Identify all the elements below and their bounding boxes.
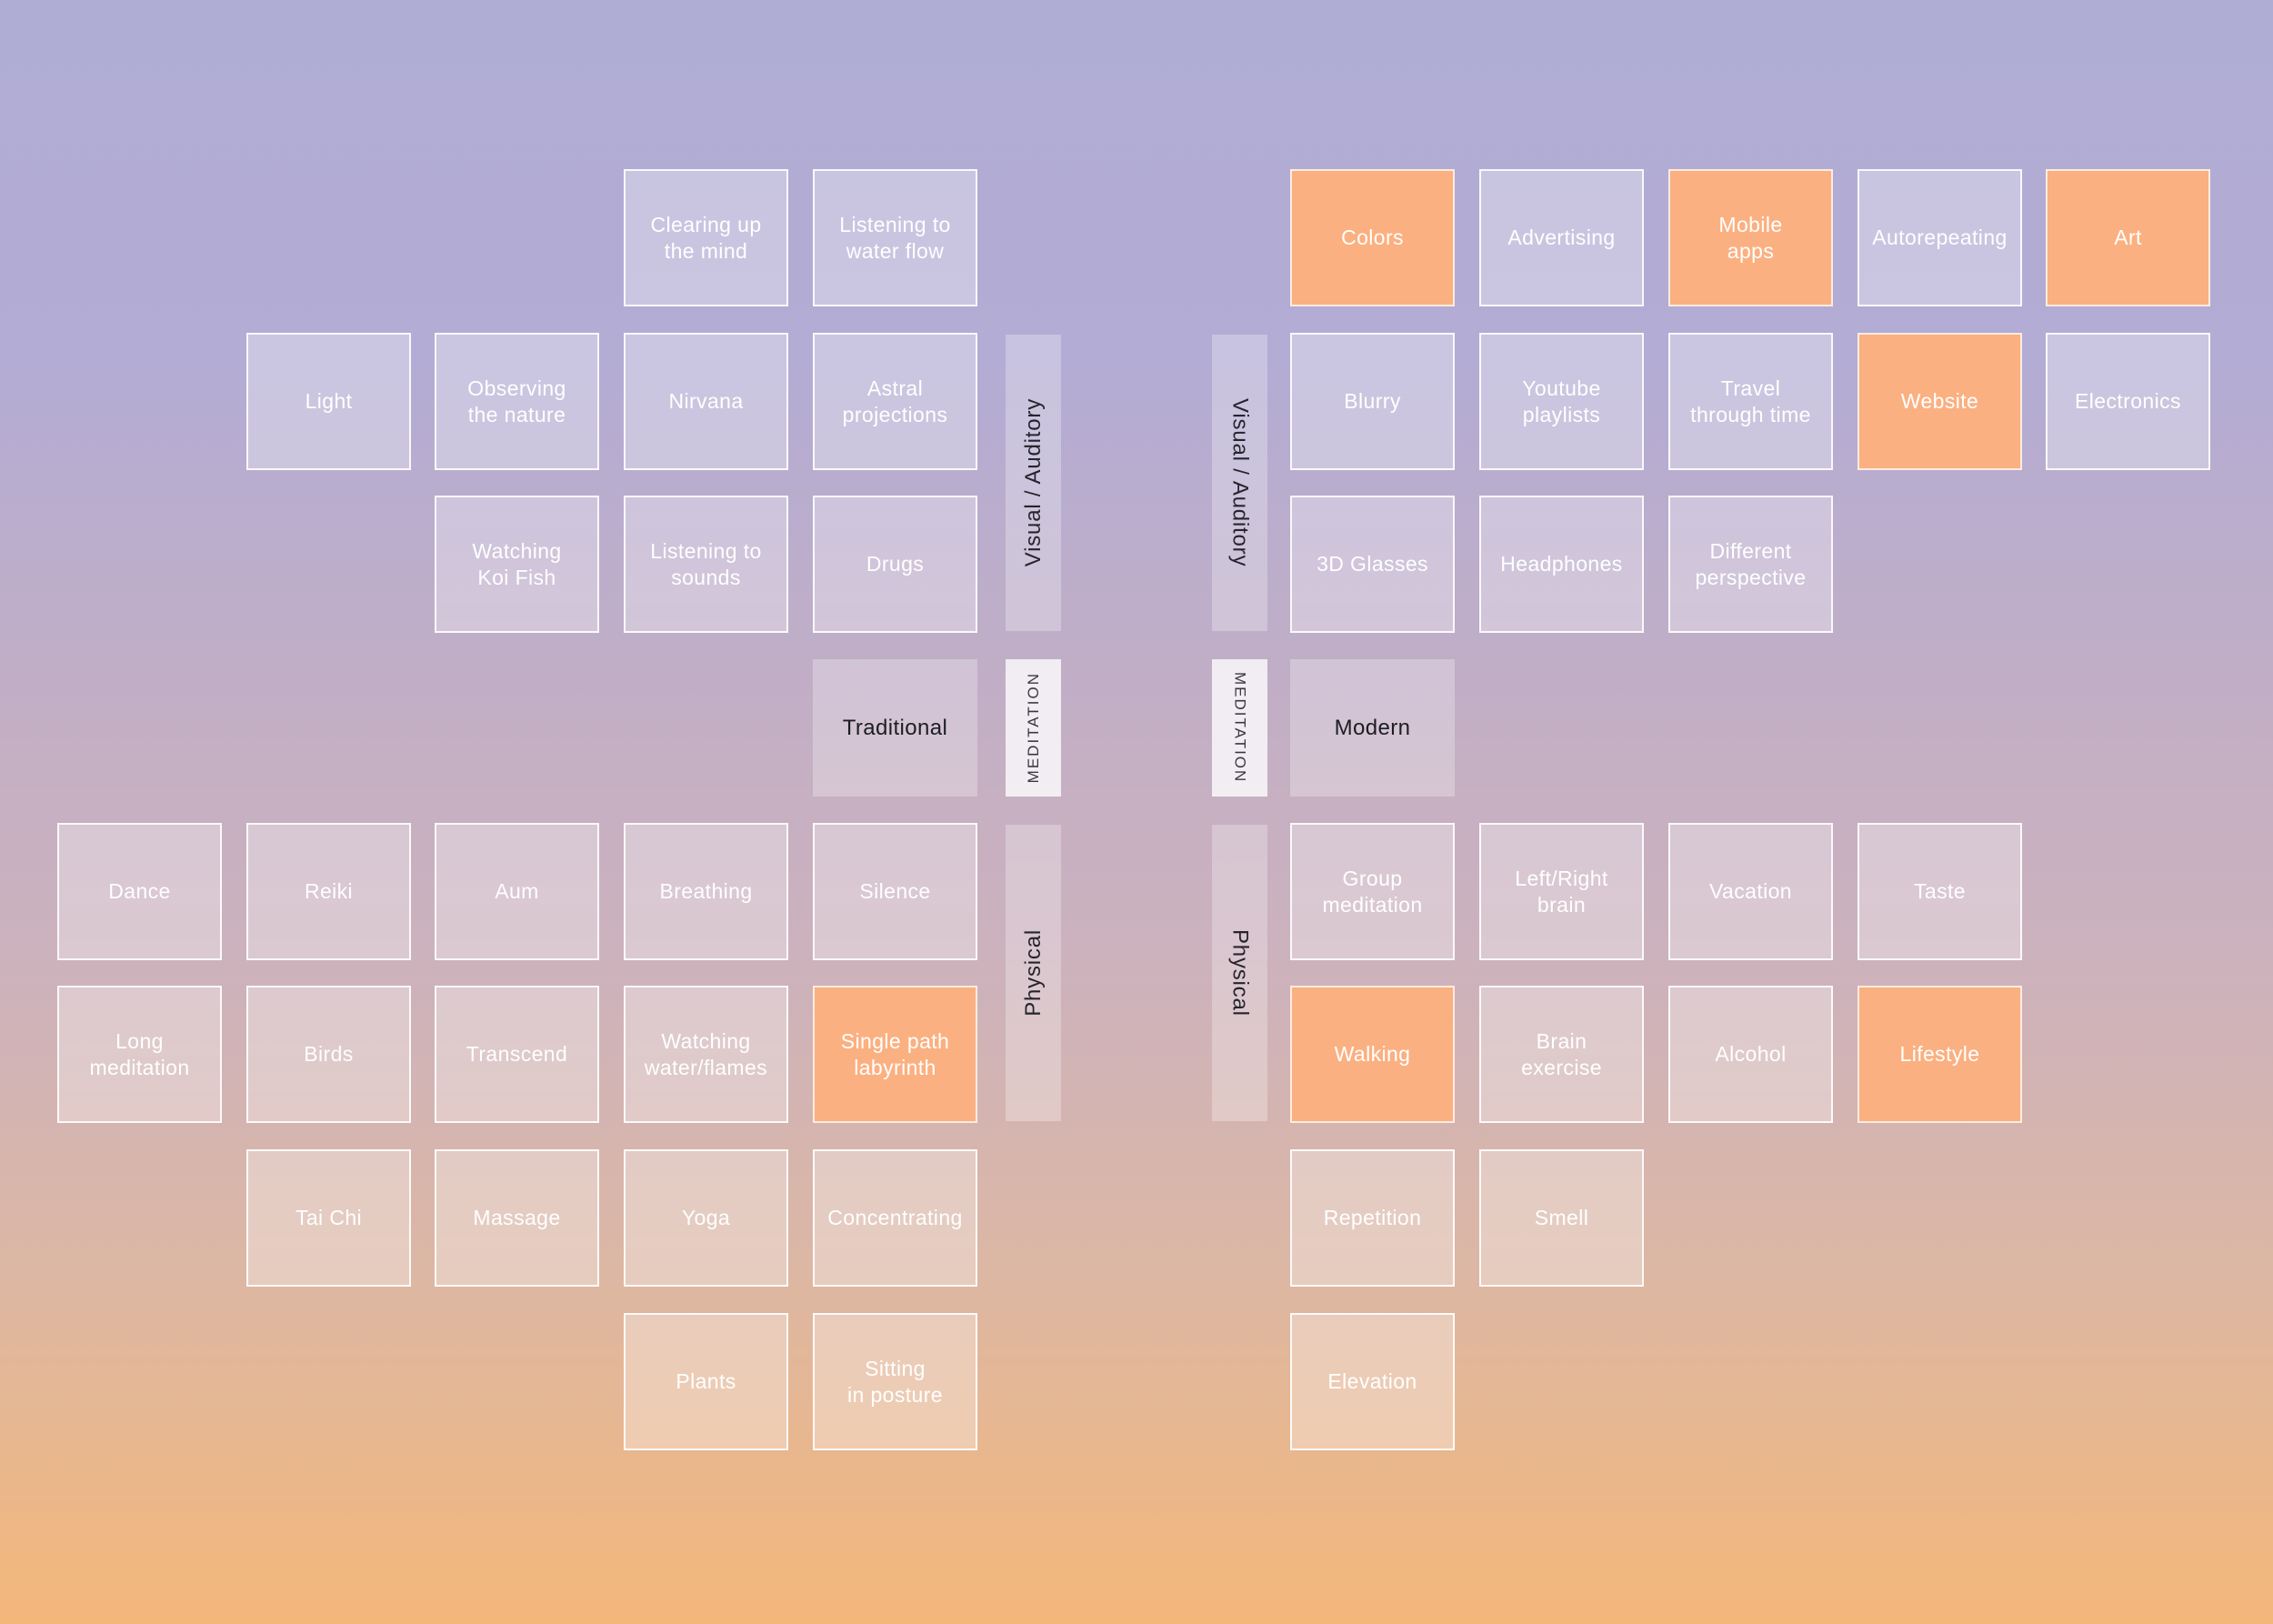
tile-youtube-playlists: Youtube playlists: [1479, 333, 1644, 470]
tile-alcohol: Alcohol: [1668, 986, 1833, 1123]
tile-birds: Birds: [246, 986, 411, 1123]
tile-nirvana: Nirvana: [624, 333, 788, 470]
bar-meditation-right: MEDITATION: [1212, 659, 1267, 797]
tile-astral-projections: Astral projections: [813, 333, 977, 470]
bar-label: Physical: [1020, 929, 1046, 1017]
tile-repetition: Repetition: [1290, 1149, 1455, 1287]
tile-autorepeating: Autorepeating: [1857, 169, 2022, 306]
tile-silence: Silence: [813, 823, 977, 960]
tile-group-meditation: Group meditation: [1290, 823, 1455, 960]
tile-modern: Modern: [1290, 659, 1455, 797]
bar-label: Visual / Auditory: [1020, 398, 1046, 567]
tile-website: Website: [1857, 333, 2022, 470]
tile-plants: Plants: [624, 1313, 788, 1450]
tile-smell: Smell: [1479, 1149, 1644, 1287]
tile-brain-exercise: Brain exercise: [1479, 986, 1644, 1123]
tile-blurry: Blurry: [1290, 333, 1455, 470]
tile-concentrating: Concentrating: [813, 1149, 977, 1287]
bar-physical-right: Physical: [1212, 825, 1267, 1121]
tile-listening-to-sounds: Listening to sounds: [624, 496, 788, 633]
bar-meditation-left: MEDITATION: [1006, 659, 1061, 797]
tile-drugs: Drugs: [813, 496, 977, 633]
tile-breathing: Breathing: [624, 823, 788, 960]
bar-label: Visual / Auditory: [1227, 398, 1253, 567]
bar-label: MEDITATION: [1024, 672, 1042, 784]
tile-walking: Walking: [1290, 986, 1455, 1123]
tile-vacation: Vacation: [1668, 823, 1833, 960]
tile-dance: Dance: [57, 823, 222, 960]
tile-long-meditation: Long meditation: [57, 986, 222, 1123]
bar-physical-left: Physical: [1006, 825, 1061, 1121]
tile-colors: Colors: [1290, 169, 1455, 306]
tile-massage: Massage: [435, 1149, 599, 1287]
tile-listening-to-water-flow: Listening to water flow: [813, 169, 977, 306]
bar-label: MEDITATION: [1231, 672, 1249, 784]
tile-single-path-labyrinth: Single path labyrinth: [813, 986, 977, 1123]
tile-travel-through-time: Travel through time: [1668, 333, 1833, 470]
tile-sitting-in-posture: Sitting in posture: [813, 1313, 977, 1450]
tile-headphones: Headphones: [1479, 496, 1644, 633]
tile-watching-koi-fish: Watching Koi Fish: [435, 496, 599, 633]
tile-elevation: Elevation: [1290, 1313, 1455, 1450]
tile-yoga: Yoga: [624, 1149, 788, 1287]
tile-observing-the-nature: Observing the nature: [435, 333, 599, 470]
tile-electronics: Electronics: [2046, 333, 2210, 470]
tile-lifestyle: Lifestyle: [1857, 986, 2022, 1123]
bar-visual-auditory-left: Visual / Auditory: [1006, 335, 1061, 631]
tile-taste: Taste: [1857, 823, 2022, 960]
tile-tai-chi: Tai Chi: [246, 1149, 411, 1287]
bar-label: Physical: [1227, 929, 1253, 1017]
tile-different-perspective: Different perspective: [1668, 496, 1833, 633]
tile-watching-water-flames: Watching water/flames: [624, 986, 788, 1123]
tile-reiki: Reiki: [246, 823, 411, 960]
tile-3d-glasses: 3D Glasses: [1290, 496, 1455, 633]
tile-clearing-up-the-mind: Clearing up the mind: [624, 169, 788, 306]
tile-left-right-brain: Left/Right brain: [1479, 823, 1644, 960]
tile-light: Light: [246, 333, 411, 470]
bar-visual-auditory-right: Visual / Auditory: [1212, 335, 1267, 631]
tile-transcend: Transcend: [435, 986, 599, 1123]
tile-mobile-apps: Mobile apps: [1668, 169, 1833, 306]
tile-traditional: Traditional: [813, 659, 977, 797]
tile-art: Art: [2046, 169, 2210, 306]
tile-aum: Aum: [435, 823, 599, 960]
tile-advertising: Advertising: [1479, 169, 1644, 306]
